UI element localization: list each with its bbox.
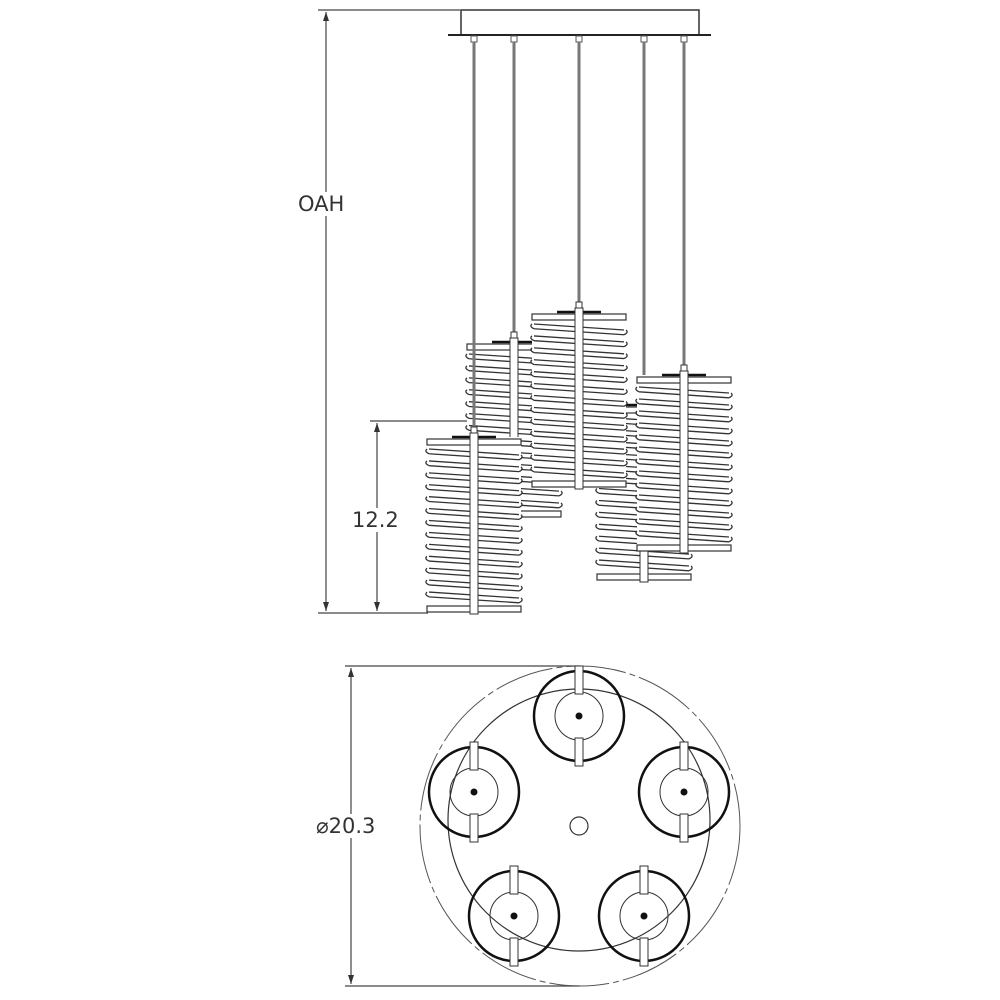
diameter-symbol: ⌀ xyxy=(316,814,329,838)
center-hole xyxy=(569,816,589,836)
pendant-4 xyxy=(635,42,733,554)
drop-label: 12.2 xyxy=(350,508,401,532)
pendant-plan-4 xyxy=(467,865,561,967)
oah-label: OAH xyxy=(296,192,347,216)
diameter-value: 20.3 xyxy=(328,814,376,838)
plan-view xyxy=(345,665,741,987)
oah-dimension xyxy=(318,9,460,614)
pendant-plan-5 xyxy=(597,865,691,967)
diameter-label: ⌀20.3 xyxy=(314,814,378,838)
pendant-plan-2 xyxy=(427,741,521,843)
pendant-3 xyxy=(530,42,628,490)
rod-point xyxy=(680,788,688,796)
suspension-rods xyxy=(470,35,688,43)
rod-point xyxy=(575,712,583,720)
pendants-plan xyxy=(427,665,731,967)
pendants-elevation xyxy=(425,42,733,615)
rod-point xyxy=(510,912,518,920)
pendant-plan-3 xyxy=(637,741,731,843)
canopy xyxy=(448,9,711,36)
pendant-5 xyxy=(425,42,523,615)
rod-point xyxy=(640,912,648,920)
rod-point xyxy=(470,788,478,796)
pendant-plan-1 xyxy=(532,665,626,767)
canopy-outline-circle xyxy=(447,688,711,952)
